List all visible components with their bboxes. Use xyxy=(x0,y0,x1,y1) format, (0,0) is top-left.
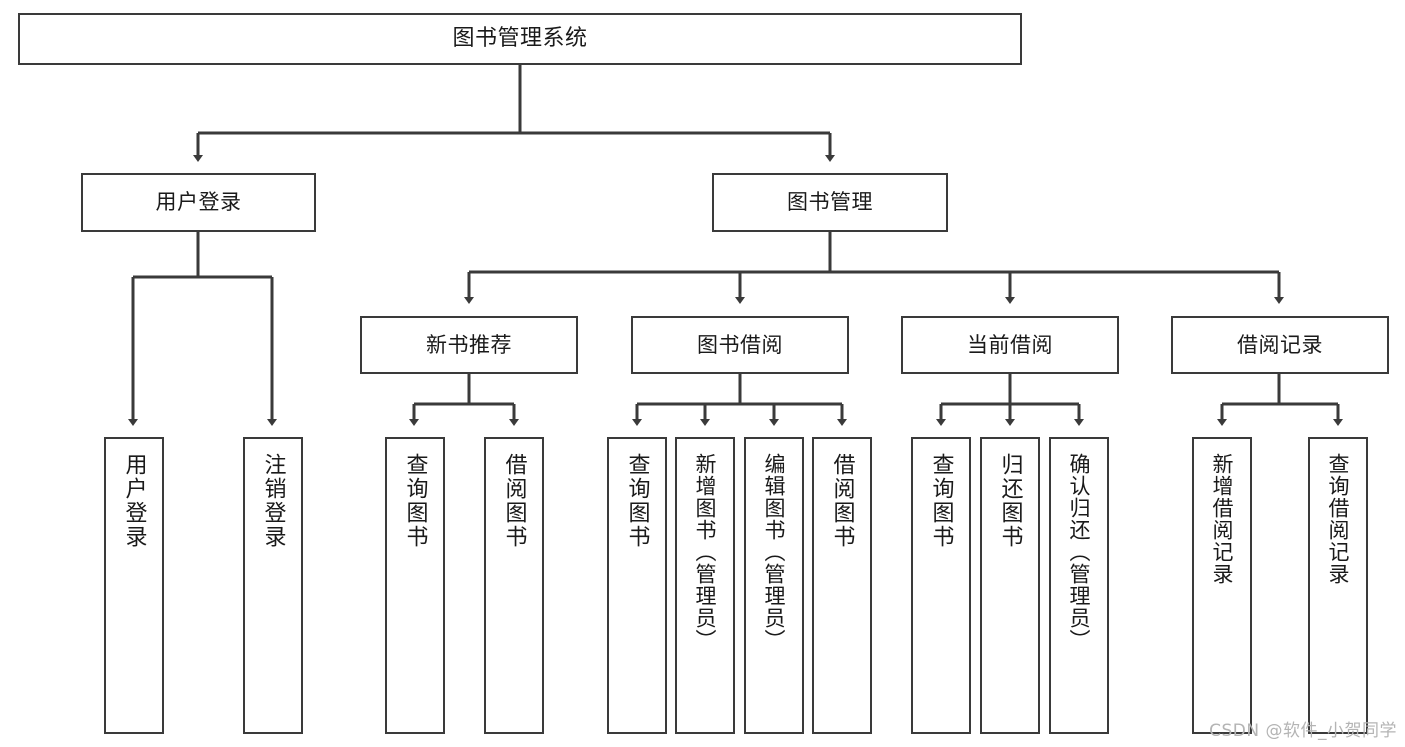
node-new-book-recommend[interactable]: 新书推荐 xyxy=(360,316,578,374)
node-new-book-recommend-label: 新书推荐 xyxy=(426,332,512,357)
leaf-query-borrow-record[interactable]: 查询借阅记录 xyxy=(1308,437,1368,734)
leaf-add-book-admin-label: 新增图书（管理员） xyxy=(693,453,718,651)
leaf-query-borrow-record-label: 查询借阅记录 xyxy=(1326,453,1351,585)
leaf-add-borrow-record[interactable]: 新增借阅记录 xyxy=(1192,437,1252,734)
leaf-return-books[interactable]: 归还图书 xyxy=(980,437,1040,734)
leaf-logout-label: 注销登录 xyxy=(260,453,286,549)
node-book-borrow-label: 图书借阅 xyxy=(697,332,783,357)
leaf-user-login[interactable]: 用户登录 xyxy=(104,437,164,734)
leaf-query-books-current-label: 查询图书 xyxy=(928,453,954,549)
node-root-label: 图书管理系统 xyxy=(452,26,588,52)
node-current-borrow[interactable]: 当前借阅 xyxy=(901,316,1119,374)
leaf-borrow-books-newbook[interactable]: 借阅图书 xyxy=(484,437,544,734)
leaf-query-books-current[interactable]: 查询图书 xyxy=(911,437,971,734)
leaf-confirm-return-admin-label: 确认归还（管理员） xyxy=(1067,453,1092,651)
node-book-borrow[interactable]: 图书借阅 xyxy=(631,316,849,374)
node-user-login[interactable]: 用户登录 xyxy=(81,173,316,232)
leaf-borrow-books-borrow[interactable]: 借阅图书 xyxy=(812,437,872,734)
leaf-borrow-books-newbook-label: 借阅图书 xyxy=(501,453,527,549)
leaf-edit-book-admin[interactable]: 编辑图书（管理员） xyxy=(744,437,804,734)
leaf-add-borrow-record-label: 新增借阅记录 xyxy=(1210,453,1235,585)
leaf-edit-book-admin-label: 编辑图书（管理员） xyxy=(762,453,787,651)
leaf-user-login-label: 用户登录 xyxy=(121,453,147,549)
node-book-management[interactable]: 图书管理 xyxy=(712,173,948,232)
leaf-query-books-newbook[interactable]: 查询图书 xyxy=(385,437,445,734)
node-book-management-label: 图书管理 xyxy=(787,190,873,215)
leaf-logout[interactable]: 注销登录 xyxy=(243,437,303,734)
node-user-login-label: 用户登录 xyxy=(155,190,242,215)
leaf-confirm-return-admin[interactable]: 确认归还（管理员） xyxy=(1049,437,1109,734)
leaf-query-books-newbook-label: 查询图书 xyxy=(402,453,428,549)
leaf-query-books-borrow[interactable]: 查询图书 xyxy=(607,437,667,734)
node-current-borrow-label: 当前借阅 xyxy=(967,332,1053,357)
node-borrow-records[interactable]: 借阅记录 xyxy=(1171,316,1389,374)
leaf-query-books-borrow-label: 查询图书 xyxy=(624,453,650,549)
leaf-return-books-label: 归还图书 xyxy=(997,453,1023,549)
node-root[interactable]: 图书管理系统 xyxy=(18,13,1022,65)
leaf-borrow-books-borrow-label: 借阅图书 xyxy=(829,453,855,549)
watermark: CSDN @软件_小贺同学 xyxy=(1209,721,1397,741)
node-borrow-records-label: 借阅记录 xyxy=(1237,332,1323,357)
leaf-add-book-admin[interactable]: 新增图书（管理员） xyxy=(675,437,735,734)
